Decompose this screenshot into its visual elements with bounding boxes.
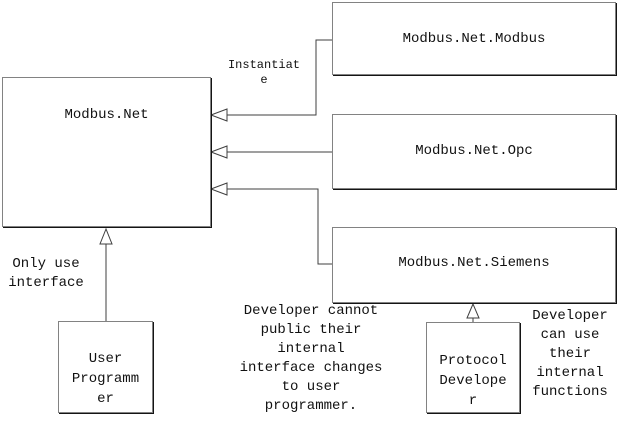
label-instantiate: Instantiat e <box>227 58 300 87</box>
package-box-modbus-net-opc: Modbus.Net.Opc <box>332 114 616 189</box>
hollow-arrowhead-left-icon <box>209 145 228 159</box>
box-title: Protocol Develope r <box>439 353 507 409</box>
hollow-arrowhead-up-icon <box>99 227 113 245</box>
label-only-use-interface: Only use interface <box>8 256 84 291</box>
hollow-arrowhead-up-icon <box>466 302 480 319</box>
actor-box-protocol-developer: Protocol Develope r <box>426 322 520 413</box>
package-box-modbus-net-modbus: Modbus.Net.Modbus <box>332 2 616 75</box>
box-title: Modbus.Net <box>64 107 149 123</box>
package-box-modbus-net-siemens: Modbus.Net.Siemens <box>332 227 616 303</box>
package-box-modbus-net: Modbus.Net <box>2 77 211 227</box>
hollow-arrowhead-left-icon <box>209 108 228 122</box>
connector-modbus-to-net <box>227 39 332 116</box>
connector-siemens-to-net <box>227 188 332 265</box>
box-title: Modbus.Net.Siemens <box>398 255 550 271</box>
box-title: Modbus.Net.Modbus <box>402 31 546 47</box>
hollow-arrowhead-left-icon <box>209 182 228 196</box>
note-developer-can: Developer can use their internal functio… <box>532 308 608 400</box>
note-developer-cannot: Developer cannot public their internal i… <box>239 303 383 414</box>
box-title: User Programm er <box>71 351 140 407</box>
actor-box-user-programmer: User Programm er <box>58 321 153 413</box>
box-title: Modbus.Net.Opc <box>415 143 533 159</box>
